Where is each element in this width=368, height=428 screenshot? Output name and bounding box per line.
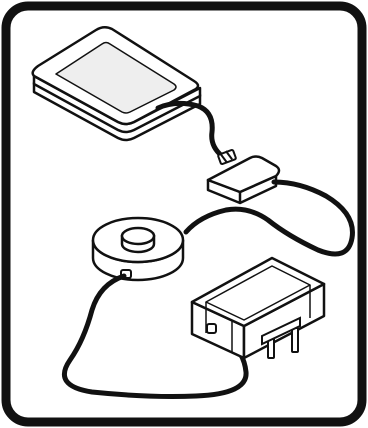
puck-button-top: [122, 228, 154, 244]
adapter-prong-right: [292, 328, 298, 352]
adapter-cable-nub: [207, 324, 216, 333]
round-puck-icon: [93, 218, 183, 280]
